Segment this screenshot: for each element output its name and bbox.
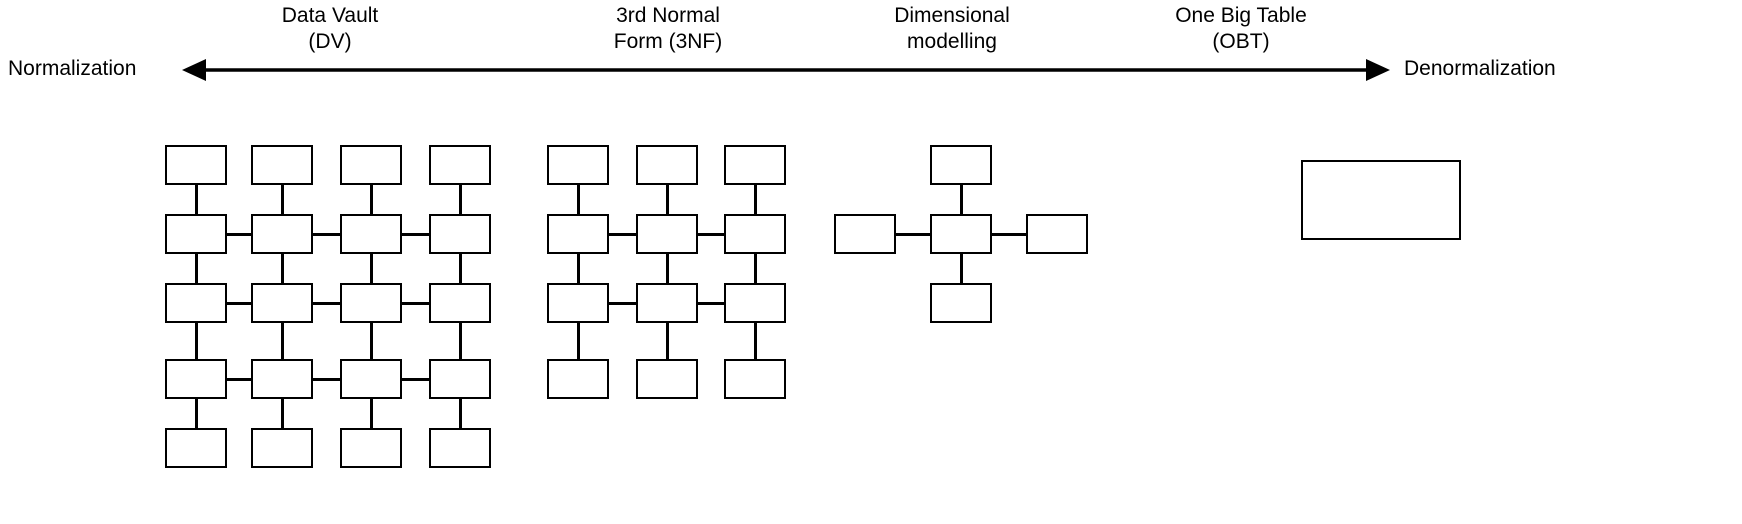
table-node [724,214,786,254]
one-big-table-node [1301,160,1461,240]
column-label-data-vault: Data Vault (DV) [281,4,379,53]
dimension-node-bottom [930,283,992,323]
table-node [251,214,313,254]
table-node [340,145,402,185]
connector-vertical [370,323,373,359]
connector-vertical [370,185,373,214]
table-node [429,145,491,185]
connector-vertical [666,254,669,283]
connector-vertical [195,399,198,428]
connector-horizontal [402,302,429,305]
table-node [340,214,402,254]
table-node [636,359,698,399]
table-node [636,283,698,323]
dimension-node-top [930,145,992,185]
connector-horizontal [609,302,636,305]
connector-vertical [195,323,198,359]
connector-horizontal [227,302,251,305]
connector-horizontal [227,378,251,381]
table-node [429,359,491,399]
connector-vertical [195,185,198,214]
table-node [165,214,227,254]
column-label-dimensional-modelling: Dimensional modelling [894,4,1010,53]
table-node [547,214,609,254]
connector-vertical [666,323,669,359]
dimension-node-right [1026,214,1088,254]
connector-vertical [370,399,373,428]
table-node [340,359,402,399]
connector-horizontal [402,233,429,236]
table-node [724,283,786,323]
axis-label-denormalization: Denormalization [1404,57,1556,80]
connector-horizontal [698,302,724,305]
connector-horizontal [609,233,636,236]
table-node [251,283,313,323]
table-node [429,214,491,254]
connector-vertical [281,399,284,428]
column-label-3nf: 3rd Normal Form (3NF) [613,4,723,53]
table-node [547,145,609,185]
axis-label-normalization: Normalization [8,57,137,80]
table-node [547,283,609,323]
connector-horizontal [698,233,724,236]
table-node [251,428,313,468]
connector-vertical [370,254,373,283]
table-node [165,283,227,323]
connector-vertical [577,323,580,359]
connector-horizontal [992,233,1030,236]
table-node [724,359,786,399]
connector-vertical [459,254,462,283]
connector-horizontal [313,378,340,381]
table-node [165,359,227,399]
connector-vertical [577,254,580,283]
table-node [429,428,491,468]
connector-vertical [960,254,963,283]
connector-vertical [459,323,462,359]
table-node [251,145,313,185]
connector-vertical [666,185,669,214]
connector-vertical [754,185,757,214]
table-node [724,145,786,185]
column-label-one-big-table: One Big Table (OBT) [1175,4,1307,53]
fact-node-center [930,214,992,254]
connector-horizontal [892,233,930,236]
connector-vertical [281,185,284,214]
connector-horizontal [313,233,340,236]
connector-vertical [281,254,284,283]
table-node [636,214,698,254]
table-node [429,283,491,323]
double-headed-arrow-icon [182,59,1390,81]
table-node [165,145,227,185]
connector-vertical [281,323,284,359]
connector-vertical [754,254,757,283]
table-node [340,428,402,468]
connector-vertical [754,323,757,359]
connector-vertical [459,399,462,428]
connector-horizontal [402,378,429,381]
dimension-node-left [834,214,896,254]
table-node [165,428,227,468]
table-node [251,359,313,399]
connector-vertical [577,185,580,214]
connector-horizontal [227,233,251,236]
connector-vertical [195,254,198,283]
table-node [636,145,698,185]
connector-horizontal [313,302,340,305]
connector-vertical [459,185,462,214]
table-node [340,283,402,323]
table-node [547,359,609,399]
connector-vertical [960,185,963,214]
